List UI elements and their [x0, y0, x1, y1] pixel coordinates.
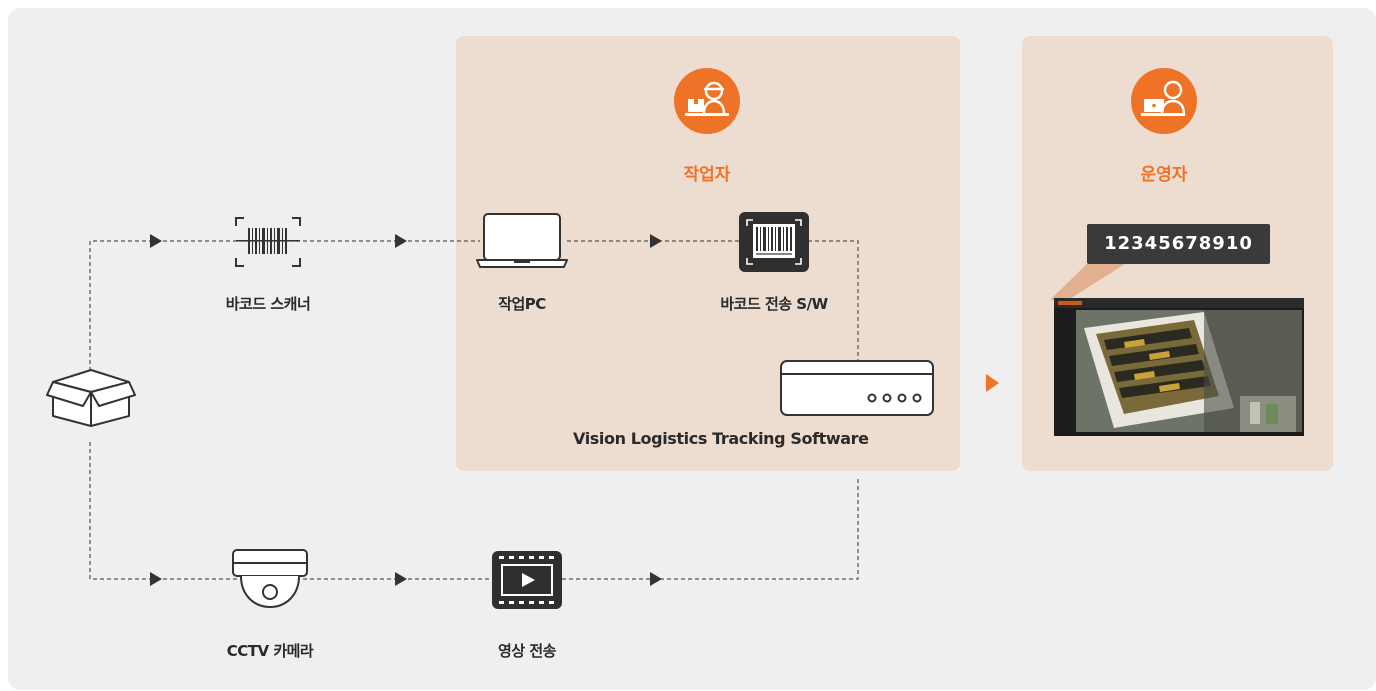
- arrow-2: [395, 234, 407, 248]
- arrow-4: [150, 572, 162, 586]
- connector-top-left: [89, 240, 480, 371]
- barcode-number-badge: 12345678910: [1087, 224, 1270, 264]
- operator-role-title: 운영자: [1140, 165, 1188, 185]
- server-icon: [780, 360, 934, 416]
- barcode-sw-label: 바코드 전송 S/W: [720, 295, 828, 313]
- box-icon: [46, 369, 136, 427]
- operator-with-laptop-icon: [1141, 80, 1186, 116]
- connector-sw-to-server: [808, 240, 859, 360]
- arrow-5: [395, 572, 407, 586]
- arrow-to-operator: [986, 374, 999, 392]
- barcode-scanner-label: 바코드 스캐너: [225, 295, 311, 313]
- barcode-scanner-icon: [235, 217, 301, 267]
- monitoring-screen-image: [1054, 298, 1304, 436]
- work-pc-label: 작업PC: [498, 295, 546, 313]
- arrow-6: [650, 572, 662, 586]
- laptop-icon: [476, 213, 568, 268]
- cctv-camera-icon: [232, 549, 308, 609]
- video-icon: [492, 551, 562, 609]
- worker-role-circle: [674, 68, 740, 134]
- connector-box-bottom: [89, 442, 859, 580]
- barcode-software-icon: [739, 212, 809, 272]
- worker-role-title: 작업자: [683, 165, 731, 185]
- arrow-3: [650, 234, 662, 248]
- video-transfer-label: 영상 전송: [498, 642, 556, 660]
- operator-role-circle: [1131, 68, 1197, 134]
- arrow-1: [150, 234, 162, 248]
- worker-with-package-icon: [685, 81, 729, 116]
- tracking-sw-label: Vision Logistics Tracking Software: [573, 429, 869, 448]
- cctv-label: CCTV 카메라: [226, 642, 314, 660]
